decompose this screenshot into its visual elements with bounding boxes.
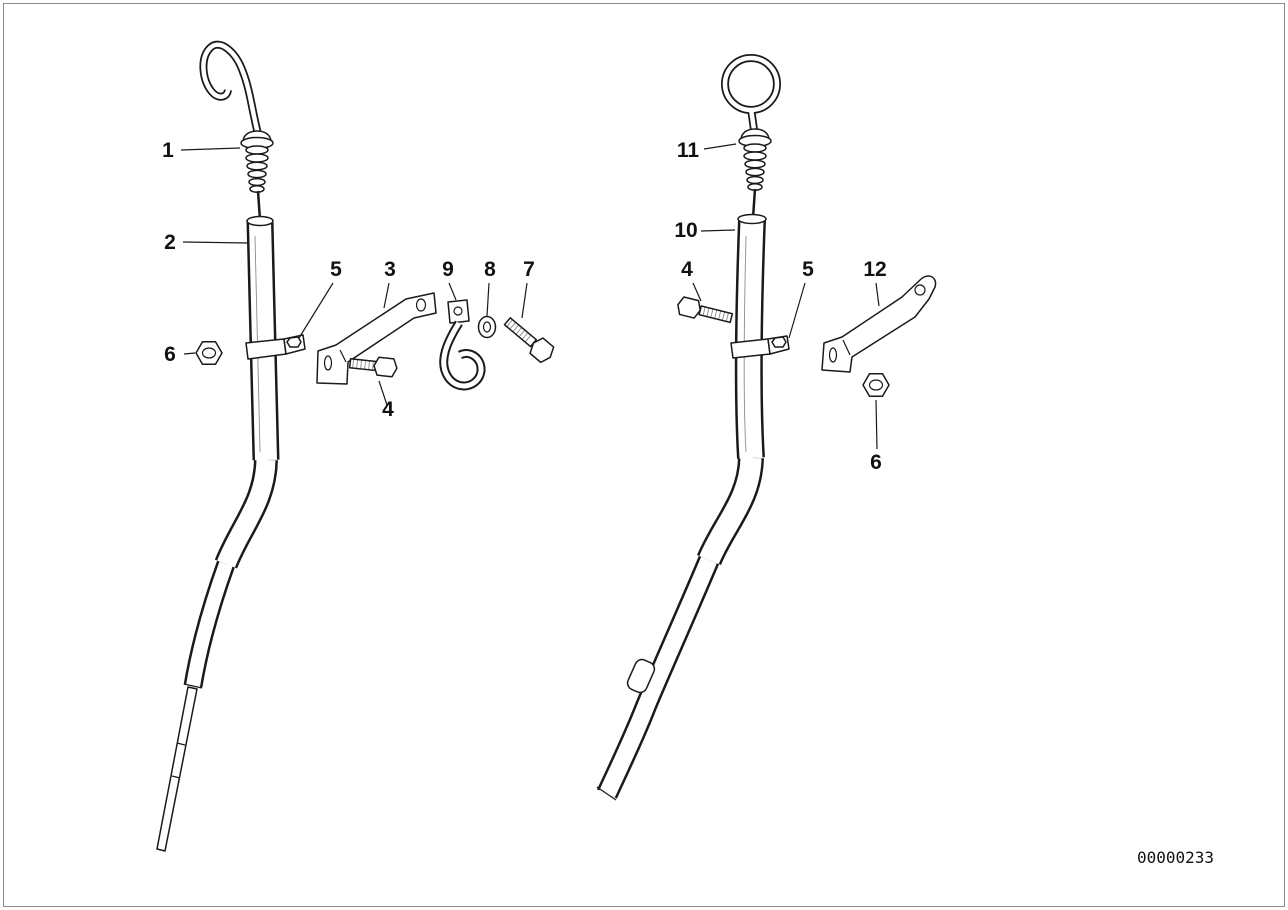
guide-tube-left xyxy=(183,215,280,689)
callout-label-2: 2 xyxy=(164,231,176,254)
bracket-screw-left xyxy=(348,356,398,378)
spring-clip xyxy=(439,299,486,391)
callout-label-6-left: 6 xyxy=(164,343,176,366)
hex-bolt xyxy=(503,317,555,364)
left-assembly: 1 2 3 4 5 6 7 8 9 xyxy=(156,40,555,852)
callout-label-4-right: 4 xyxy=(681,258,693,281)
callout-label-7: 7 xyxy=(523,258,535,281)
guide-tube-right xyxy=(596,213,767,801)
callouts-left: 1 2 3 4 5 6 7 8 9 xyxy=(162,139,535,421)
callout-label-6-right: 6 xyxy=(870,451,882,474)
callout-label-5-right: 5 xyxy=(802,258,814,281)
doc-number: 00000233 xyxy=(1137,848,1214,867)
callout-label-9: 9 xyxy=(442,258,454,281)
dipstick-cap-right xyxy=(738,128,772,219)
page-border xyxy=(3,3,1285,907)
dipstick-handle-left xyxy=(199,40,262,135)
callout-label-1: 1 xyxy=(162,139,174,162)
leader-lines-left xyxy=(180,147,528,406)
callout-label-3: 3 xyxy=(384,258,396,281)
leader-lines-right xyxy=(692,143,880,450)
hex-nut-left xyxy=(195,340,223,366)
callout-label-11: 11 xyxy=(677,139,700,162)
mounting-bracket-left xyxy=(316,292,437,385)
hex-nut-right xyxy=(862,372,890,398)
callout-label-12: 12 xyxy=(863,258,886,281)
dipstick-handle-right xyxy=(721,54,781,131)
dipstick-blade xyxy=(156,686,198,852)
tube-collar xyxy=(626,658,656,694)
tube-clamp-left xyxy=(245,334,306,360)
callout-label-4-left: 4 xyxy=(382,398,394,421)
tube-clamp-right xyxy=(730,335,790,359)
bracket-screw-right xyxy=(677,296,734,324)
washer xyxy=(477,315,497,339)
clamp-screw-right xyxy=(771,336,787,348)
clamp-screw-left xyxy=(286,336,302,348)
mounting-bracket-right xyxy=(821,275,937,373)
callout-label-5-left: 5 xyxy=(330,258,342,281)
right-assembly: 11 10 4 5 12 6 xyxy=(596,54,937,801)
dipstick-cap-left xyxy=(240,130,274,221)
callouts-right: 11 10 4 5 12 6 xyxy=(674,139,886,474)
callout-label-8: 8 xyxy=(484,258,496,281)
callout-label-10: 10 xyxy=(674,219,697,242)
